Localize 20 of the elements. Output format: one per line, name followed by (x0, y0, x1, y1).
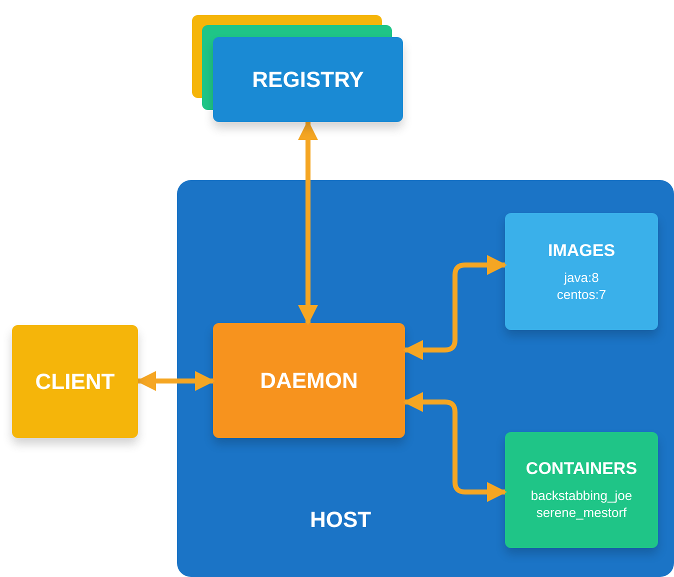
component-box (12, 325, 138, 438)
double-arrow (136, 371, 215, 391)
node-item: backstabbing_joe (530, 487, 632, 504)
node-title: DAEMON (260, 368, 358, 394)
node-title: REGISTRY (252, 66, 364, 92)
node-item: java:8 (564, 268, 599, 286)
double-arrow (298, 120, 318, 325)
node-title: CONTAINERS (526, 459, 638, 479)
double-arrow (403, 255, 507, 360)
host-panel (177, 180, 674, 577)
node-item: serene_mestorf (536, 504, 627, 521)
node-item: centos:7 (556, 286, 606, 302)
double-arrow (403, 392, 507, 502)
component-box (505, 213, 658, 330)
node-title: IMAGES (548, 240, 616, 260)
component-box (505, 432, 658, 548)
node-title: CLIENT (35, 368, 115, 394)
component-box (213, 37, 403, 122)
node-title: HOST (310, 507, 372, 533)
component-box (213, 323, 405, 438)
